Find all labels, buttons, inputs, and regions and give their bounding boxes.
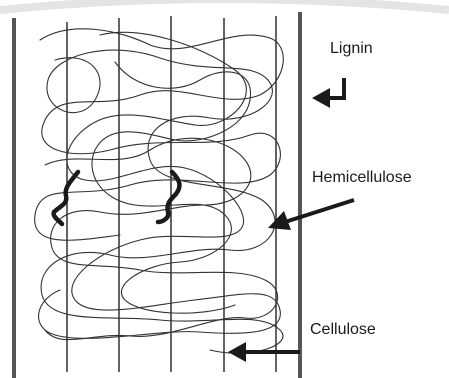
lignin-strand: [41, 50, 283, 353]
lignin-network: [35, 29, 284, 353]
cellulose-arrow: [228, 342, 300, 362]
lignin-arrow: [312, 78, 344, 108]
top-arc-artifact: [0, 0, 449, 10]
cellulose-label: Cellulose: [310, 321, 376, 338]
lignin-strand: [35, 29, 284, 240]
lignin-strand: [39, 32, 281, 338]
hemicellulose-arrow: [268, 200, 354, 230]
lignin-strand: [45, 138, 278, 339]
lignin-label: Lignin: [330, 40, 373, 57]
hemicellulose-label: Hemicellulose: [312, 169, 412, 186]
hemicellulose-strand: [54, 172, 78, 224]
